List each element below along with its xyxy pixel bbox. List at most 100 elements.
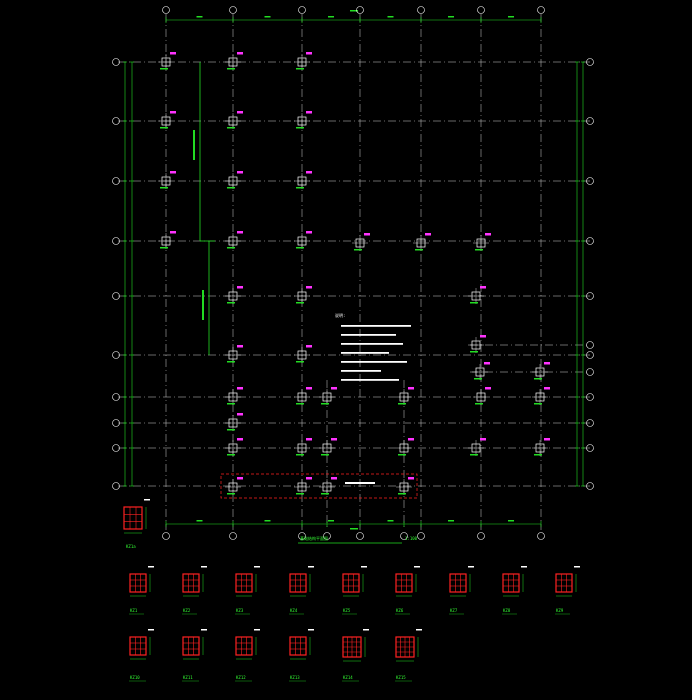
column-dim [227, 68, 235, 70]
dimension-text [387, 16, 394, 18]
axis-bubble [417, 532, 425, 540]
column-dim [227, 403, 235, 405]
column-dim [475, 403, 483, 405]
column-section [395, 573, 413, 593]
schedule-label: KZ13 [290, 675, 300, 680]
column-dim [296, 403, 304, 405]
column-tag [306, 438, 312, 441]
legend-detail-label: KZ1a [126, 544, 136, 549]
axis-bubble [298, 6, 306, 14]
column-dim [227, 454, 235, 456]
column-dim [354, 249, 362, 251]
axis-grid [118, 14, 590, 530]
column-tag [237, 52, 243, 55]
column-section [289, 636, 307, 656]
column-section [182, 573, 200, 593]
column-dim [534, 403, 542, 405]
column-tag [170, 231, 176, 234]
section-note [148, 566, 154, 568]
axis-bubble [356, 6, 364, 14]
axis-bubble [112, 237, 120, 245]
axis-bubble [586, 351, 594, 359]
column-dim [227, 187, 235, 189]
column-tag [237, 345, 243, 348]
sheet-scale: 1:100 [405, 536, 418, 541]
note-line [341, 361, 407, 363]
column-dim [160, 127, 168, 129]
highlight-note [345, 482, 375, 484]
column-section [129, 573, 147, 593]
section-note [308, 566, 314, 568]
column-dim [227, 493, 235, 495]
column-dim [227, 429, 235, 431]
dimension-text [508, 520, 514, 522]
dimension-text [196, 16, 203, 18]
section-note [148, 629, 154, 631]
section-note [416, 629, 422, 631]
section-note [574, 566, 580, 568]
axis-bubble [586, 177, 594, 185]
column-tag [306, 477, 312, 480]
column-tag [306, 231, 312, 234]
column-dim [475, 249, 483, 251]
schedule-label: KZ2 [183, 608, 191, 613]
column-section [555, 573, 573, 593]
general-notes: 说明: [335, 312, 411, 381]
column-tag [306, 345, 312, 348]
column-tag [331, 438, 337, 441]
annotations [220, 473, 418, 544]
axis-bubble [112, 177, 120, 185]
column-section [289, 573, 307, 593]
axis-bubble [298, 532, 306, 540]
section-note [254, 629, 260, 631]
column-dim [415, 249, 423, 251]
section-note [308, 629, 314, 631]
column-tag [544, 438, 550, 441]
column-tag [544, 362, 550, 365]
column-dim [534, 378, 542, 380]
schedule-label: KZ3 [236, 608, 244, 613]
dimension-text [328, 16, 334, 18]
column-dim [474, 378, 482, 380]
column-section [449, 573, 467, 593]
column-dim [398, 493, 406, 495]
note-line [341, 334, 396, 336]
axis-bubble [323, 532, 331, 540]
schedule-label: KZ5 [343, 608, 351, 613]
axis-bubble [112, 292, 120, 300]
dimension-text [350, 528, 358, 530]
column-dim [321, 493, 329, 495]
axis-bubble [229, 532, 237, 540]
axis-bubble [586, 58, 594, 66]
axis-bubble [112, 351, 120, 359]
column-section [123, 506, 143, 530]
dimension-text [264, 16, 271, 18]
column-dim [296, 493, 304, 495]
column-tag [408, 438, 414, 441]
axis-bubble [356, 532, 364, 540]
axis-bubble [586, 419, 594, 427]
schedule-label: KZ8 [503, 608, 511, 613]
section-note [414, 566, 420, 568]
column-dim [470, 302, 478, 304]
dimension-text [328, 520, 334, 522]
schedule-label: KZ11 [183, 675, 193, 680]
axis-bubble [537, 6, 545, 14]
axis-bubbles [112, 6, 594, 540]
schedule-label: KZ4 [290, 608, 298, 613]
column-dim [296, 247, 304, 249]
axis-bubble [112, 419, 120, 427]
wall-label [202, 290, 204, 320]
column-section [235, 573, 253, 593]
column-tag [480, 286, 486, 289]
column-dim [227, 247, 235, 249]
column-tag [480, 335, 486, 338]
column-dim [534, 454, 542, 456]
dimension-text [350, 10, 358, 12]
column-tag [237, 387, 243, 390]
dimension-text [448, 16, 454, 18]
column-tag [237, 477, 243, 480]
column-tag [544, 387, 550, 390]
column-dim [296, 302, 304, 304]
dimension-lines [123, 10, 585, 530]
